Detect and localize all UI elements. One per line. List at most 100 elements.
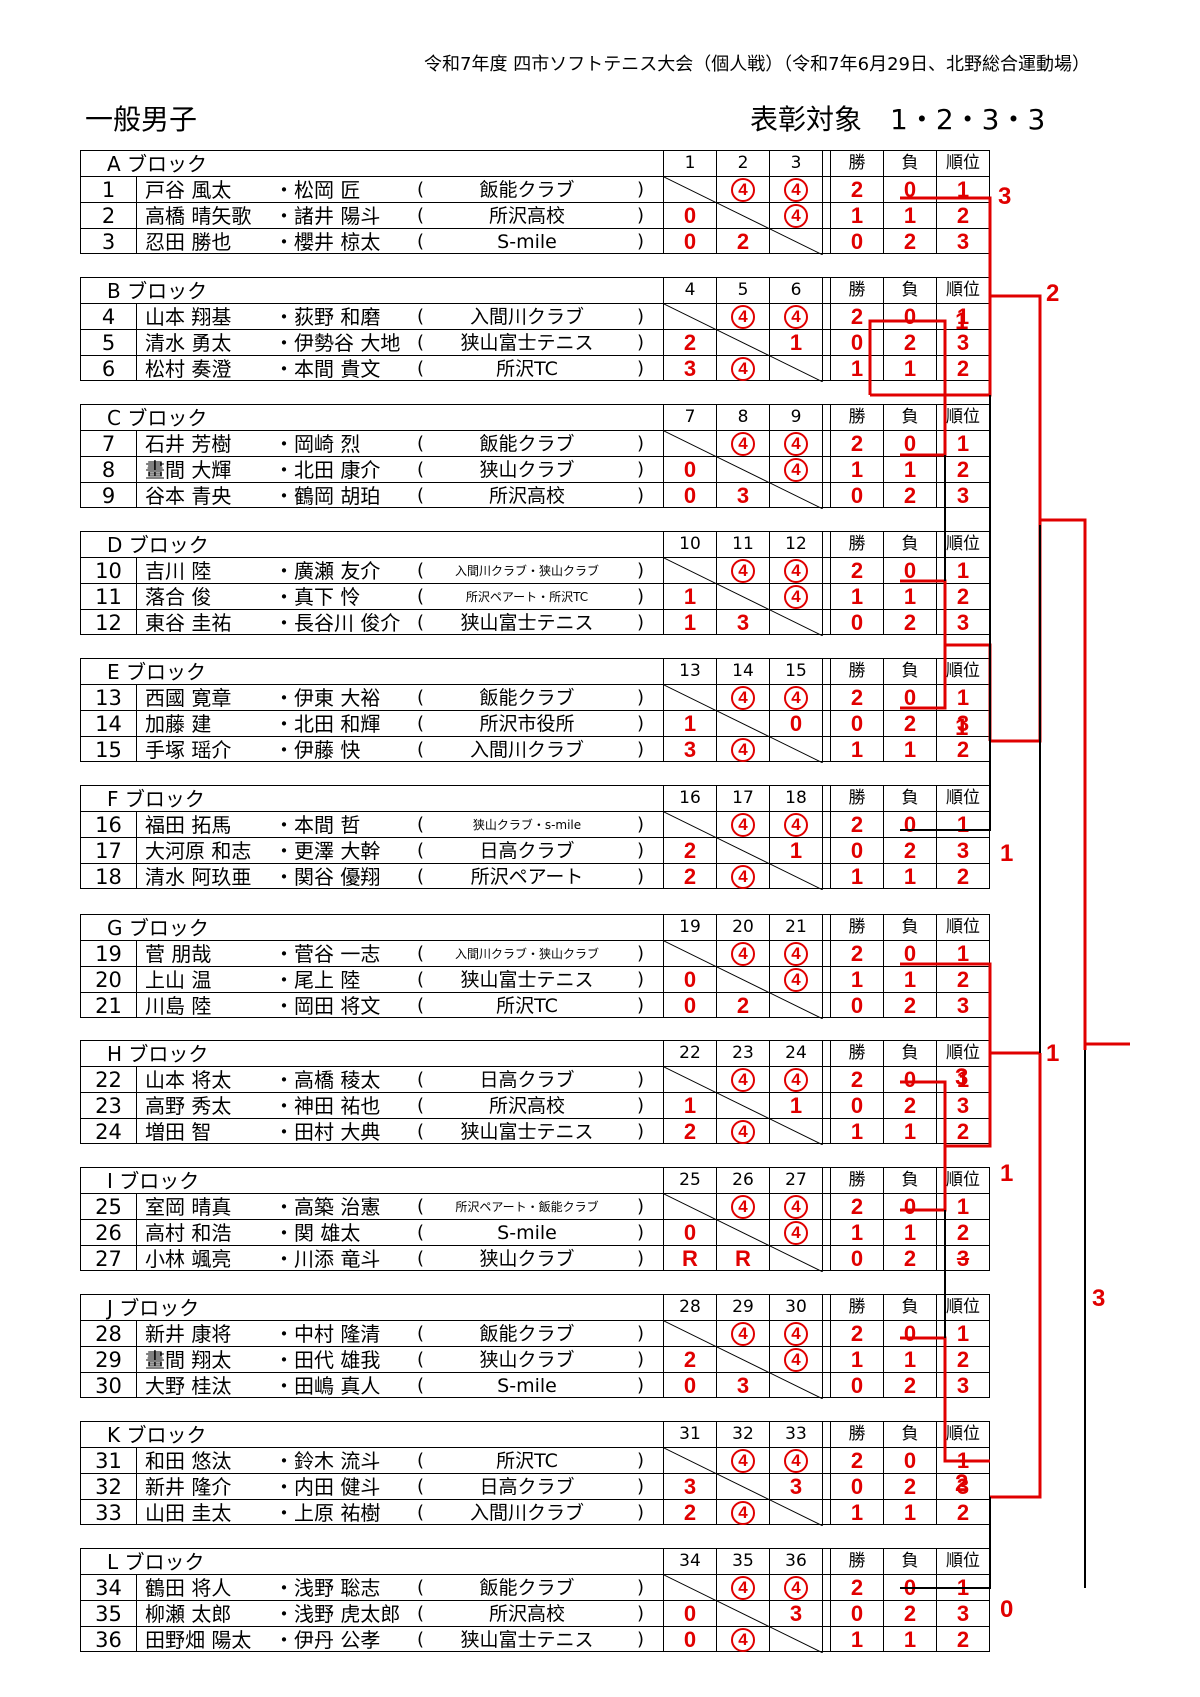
paren-close: )	[637, 358, 645, 379]
player-number: 18	[80, 863, 136, 889]
club-name: 入間川クラブ	[469, 306, 584, 328]
paren-close: )	[637, 866, 645, 887]
match-result: 1	[663, 710, 716, 736]
win-circle: 4	[731, 685, 755, 710]
win-circle: 4	[731, 1067, 755, 1092]
match-result: 0	[663, 1219, 716, 1245]
match-result: 4	[769, 1574, 822, 1600]
player-number: 22	[80, 1066, 136, 1092]
rank-value: 1	[936, 176, 990, 202]
win-count: 2	[830, 303, 883, 329]
pair-cell: 上山 温・尾上 陸(狭山富士テニス)	[136, 966, 663, 992]
paren-close: )	[637, 459, 645, 480]
paren-open: (	[417, 358, 425, 379]
match-result: 4	[716, 1574, 769, 1600]
paren-open: (	[417, 943, 425, 964]
opponent-col-header: 21	[769, 914, 822, 940]
match-result: 4	[716, 355, 769, 381]
player2-name: ・田嶋 真人	[274, 1374, 381, 1398]
rank-col-header: 順位	[936, 914, 990, 940]
rank-col-header: 順位	[936, 277, 990, 303]
player-number: 27	[80, 1245, 136, 1271]
col-gap	[822, 609, 830, 635]
opponent-col-header: 24	[769, 1040, 822, 1066]
player2-name: ・本間 貴文	[274, 357, 381, 381]
loss-count: 0	[883, 1066, 936, 1092]
win-circle: 4	[731, 177, 755, 202]
rank-value: 2	[936, 456, 990, 482]
block-name-cell: D ブロック	[80, 531, 663, 557]
col-gap	[822, 863, 830, 889]
win-count: 0	[830, 482, 883, 508]
match-result: 0	[663, 992, 716, 1018]
win-circle: 4	[784, 941, 808, 966]
loss-count: 0	[883, 811, 936, 837]
player2-name: ・北田 和輝	[274, 712, 381, 736]
paren-open: (	[417, 560, 425, 581]
paren-open: (	[417, 179, 425, 200]
paren-close: )	[637, 1095, 645, 1116]
win-count: 0	[830, 329, 883, 355]
club-name: 所沢TC	[496, 995, 558, 1017]
match-result: 3	[769, 1600, 822, 1626]
self-match-diagonal	[716, 329, 770, 356]
loss-count: 2	[883, 710, 936, 736]
col-gap	[822, 583, 830, 609]
win-count: 2	[830, 684, 883, 710]
paren-close: )	[637, 995, 645, 1016]
loss-count: 0	[883, 940, 936, 966]
paren-open: (	[417, 433, 425, 454]
opponent-col-header: 22	[663, 1040, 716, 1066]
paren-close: )	[637, 943, 645, 964]
match-result: 3	[663, 355, 716, 381]
paren-open: (	[417, 866, 425, 887]
rank-value: 3	[936, 1473, 990, 1499]
pair-cell: 大野 桂汰・田嶋 真人(S-mile)	[136, 1372, 663, 1398]
loss-col-header: 負	[883, 1548, 936, 1574]
player1-name: 谷本 青央	[145, 484, 232, 508]
pair-cell: 加藤 建・北田 和輝(所沢市役所)	[136, 710, 663, 736]
loss-col-header: 負	[883, 1421, 936, 1447]
match-result: 4	[769, 966, 822, 992]
player1-name: 高村 和浩	[145, 1221, 232, 1245]
block-name: B ブロック	[107, 279, 208, 303]
win-circle: 4	[784, 1194, 808, 1219]
col-gap	[822, 914, 830, 940]
player1-name: 菅 朋哉	[145, 942, 212, 966]
category-title: 一般男子	[85, 103, 198, 136]
col-gap	[822, 1473, 830, 1499]
player2-name: ・神田 祐也	[274, 1094, 381, 1118]
win-count: 1	[830, 863, 883, 889]
loss-count: 0	[883, 684, 936, 710]
paren-open: (	[417, 1121, 425, 1142]
win-circle: 4	[784, 304, 808, 329]
opponent-col-header: 20	[716, 914, 769, 940]
col-gap	[822, 150, 830, 176]
player-number: 19	[80, 940, 136, 966]
opponent-col-header: 28	[663, 1294, 716, 1320]
match-result: 0	[769, 710, 822, 736]
opponent-col-header: 26	[716, 1167, 769, 1193]
paren-open: (	[417, 1375, 425, 1396]
win-circle: 4	[784, 203, 808, 228]
club-name: 飯能クラブ	[479, 1323, 575, 1345]
player2-name: ・浅野 聡志	[274, 1576, 381, 1600]
loss-count: 2	[883, 1092, 936, 1118]
match-result: 4	[716, 557, 769, 583]
match-result: 2	[663, 863, 716, 889]
self-match-diagonal	[769, 736, 823, 763]
paren-close: )	[637, 1323, 645, 1344]
player-number: 35	[80, 1600, 136, 1626]
self-match-diagonal	[663, 940, 717, 967]
bracket-score-3: 1	[955, 308, 969, 335]
self-match-diagonal	[716, 1346, 770, 1373]
rank-value: 3	[936, 482, 990, 508]
loss-count: 2	[883, 1473, 936, 1499]
player1-name: 大野 桂汰	[145, 1374, 232, 1398]
match-result: 4	[769, 202, 822, 228]
self-match-diagonal	[663, 430, 717, 457]
loss-count: 1	[883, 583, 936, 609]
